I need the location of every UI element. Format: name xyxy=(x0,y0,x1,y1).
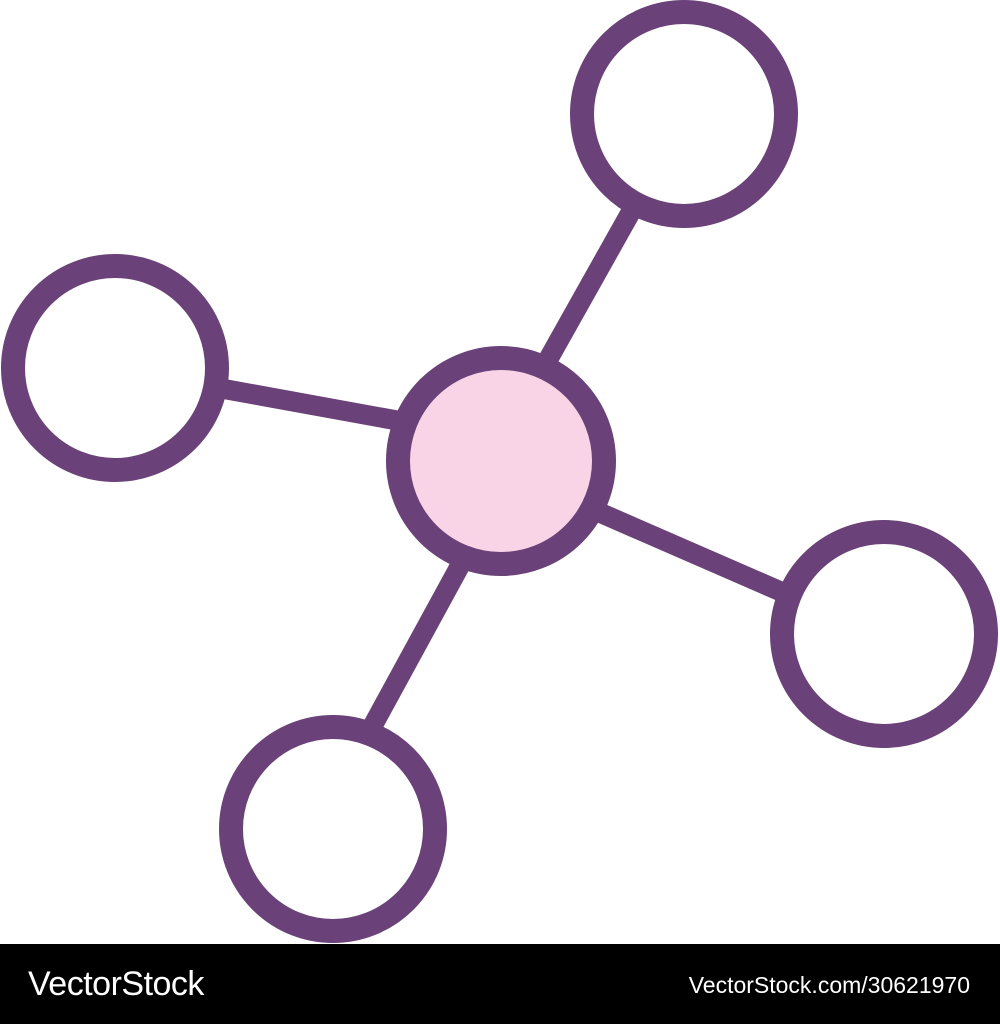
link-bottom xyxy=(363,557,471,732)
link-left xyxy=(222,379,402,431)
outer-node-top-right xyxy=(570,0,798,228)
outer-node-bottom xyxy=(219,715,447,943)
brand-logo: VectorStock xyxy=(28,965,204,1003)
nodes xyxy=(1,0,998,943)
image-id-text: VectorStock.com/30621970 xyxy=(688,972,970,998)
network-nodes-icon xyxy=(1,0,998,943)
illustration-canvas xyxy=(0,0,1000,944)
outer-node-left xyxy=(1,254,229,482)
center-node xyxy=(386,346,616,576)
connector-lines xyxy=(222,205,786,732)
link-top-right xyxy=(531,205,641,379)
watermark-bar: VectorStock VectorStock.com/30621970 xyxy=(0,944,1000,1024)
outer-node-right xyxy=(770,520,998,748)
link-right xyxy=(592,501,786,602)
